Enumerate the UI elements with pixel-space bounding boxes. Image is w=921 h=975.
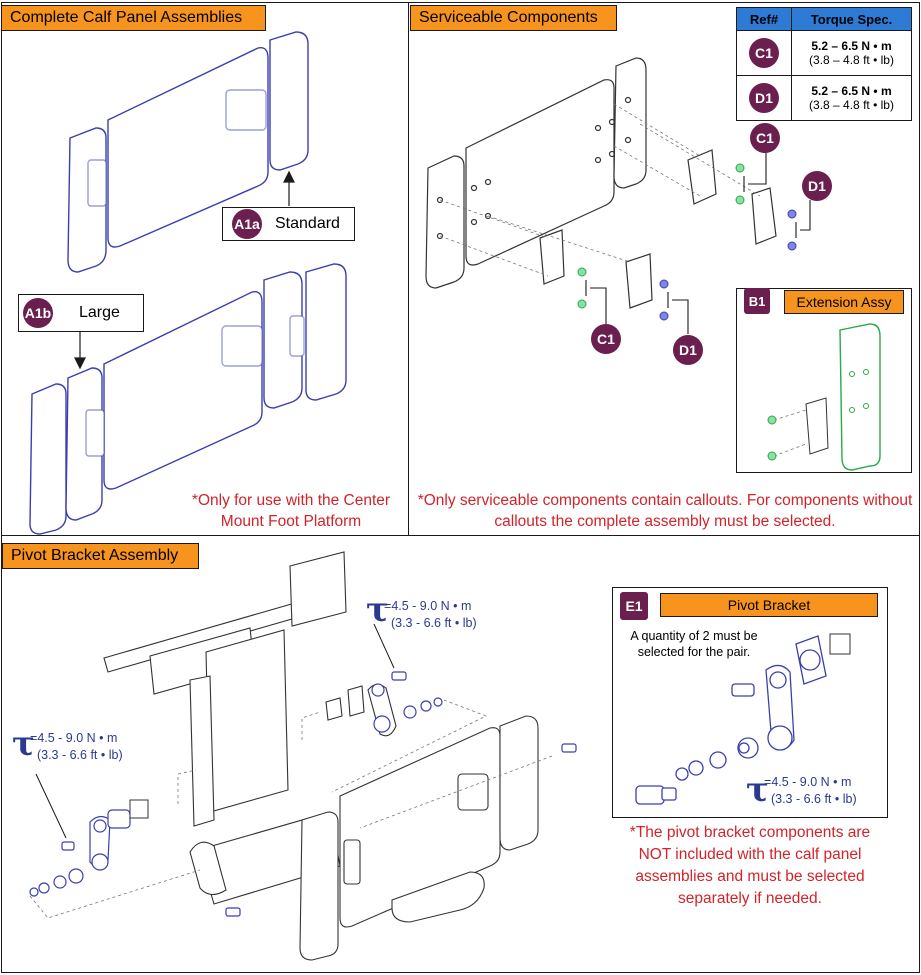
callout-d1-badge: D1	[673, 335, 703, 365]
torque-metric: 4.5 - 9.0 N • m	[771, 775, 852, 789]
pivot-bracket-box	[612, 587, 888, 818]
calf-panel-header: Complete Calf Panel Assemblies	[1, 5, 266, 31]
torque-imperial: (3.3 - 6.6 ft • lb)	[36, 748, 123, 762]
torque-imperial: (3.3 - 6.6 ft • lb)	[390, 616, 477, 630]
callout-a1a-label: Standard	[275, 215, 340, 232]
callout-c1-badge: C1	[750, 123, 780, 153]
extension-assy-header: Extension Assy	[784, 290, 904, 314]
large-calf-panel-drawing	[29, 263, 347, 535]
calf-note: *Only for use with the Center Mount Foot…	[191, 492, 391, 530]
callout-a1b-badge: A1b	[23, 298, 53, 328]
pivot-note: *The pivot bracket components are NOT in…	[629, 824, 871, 907]
torque-metric: 4.5 - 9.0 N • m	[37, 731, 118, 745]
table-ref-badge: C1	[749, 38, 779, 68]
table-torque-metric: 5.2 – 6.5 N • m	[811, 84, 892, 98]
callout-a1a-badge: A1a	[232, 209, 262, 239]
table-row: C1 5.2 – 6.5 N • m(3.8 – 4.8 ft • lb)	[736, 30, 912, 76]
torque-spec-left: =4.5 - 9.0 N • m (3.3 - 6.6 ft • lb)	[30, 731, 123, 762]
torque-symbol: τ	[12, 724, 35, 764]
torque-symbol: τ	[366, 590, 389, 630]
table-torque-imperial: (3.8 – 4.8 ft • lb)	[809, 98, 894, 112]
serviceable-header: Serviceable Components	[410, 5, 617, 31]
torque-metric: 4.5 - 9.0 N • m	[391, 599, 472, 613]
callout-d1-badge: D1	[802, 171, 832, 201]
standard-calf-panel-drawing	[67, 31, 309, 273]
pivot-bracket-header: Pivot Bracket	[660, 593, 878, 617]
table-header-ref: Ref#	[736, 7, 792, 31]
callout-e1-badge: E1	[620, 592, 648, 620]
serviceable-note: *Only serviceable components contain cal…	[417, 492, 913, 530]
table-row: D1 5.2 – 6.5 N • m(3.8 – 4.8 ft • lb)	[736, 75, 912, 121]
torque-spec-table: Ref# Torque Spec. C1 5.2 – 6.5 N • m(3.8…	[736, 7, 912, 121]
torque-imperial: (3.3 - 6.6 ft • lb)	[770, 792, 857, 806]
quantity-note: A quantity of 2 must be selected for the…	[630, 629, 758, 659]
torque-spec-detail: =4.5 - 9.0 N • m (3.3 - 6.6 ft • lb)	[764, 775, 857, 806]
torque-symbol: τ	[746, 770, 769, 810]
callout-c1-badge: C1	[591, 324, 621, 354]
table-ref-badge: D1	[749, 83, 779, 113]
table-header-torque: Torque Spec.	[791, 7, 912, 31]
pivot-header: Pivot Bracket Assembly	[2, 543, 199, 569]
table-torque-metric: 5.2 – 6.5 N • m	[811, 39, 892, 53]
torque-spec-upper: =4.5 - 9.0 N • m (3.3 - 6.6 ft • lb)	[384, 599, 477, 630]
table-torque-imperial: (3.8 – 4.8 ft • lb)	[809, 53, 894, 67]
callout-b1-badge: B1	[744, 288, 770, 314]
callout-a1b-label: Large	[79, 304, 120, 321]
